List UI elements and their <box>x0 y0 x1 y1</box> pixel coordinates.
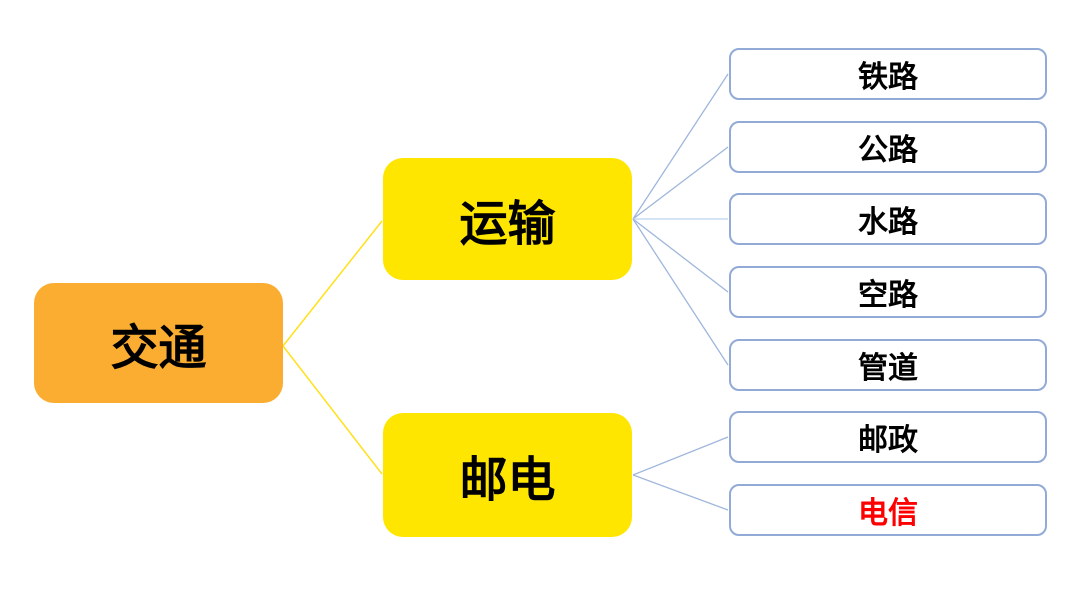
leaf-node-pipeline: 管道 <box>729 339 1047 391</box>
leaf-node-label: 铁路 <box>858 60 918 95</box>
connector-transport-to-railway <box>632 73 729 220</box>
leaf-node-label: 空路 <box>858 278 918 313</box>
leaf-node-postal: 邮政 <box>729 411 1047 463</box>
leaf-node-label: 电信 <box>858 496 918 531</box>
branch-node-label: 运输 <box>459 196 556 252</box>
leaf-node-waterway: 水路 <box>729 193 1047 245</box>
leaf-node-airway: 空路 <box>729 266 1047 318</box>
leaf-node-highway: 公路 <box>729 121 1047 173</box>
root-node-label: 交通 <box>110 320 207 376</box>
connector-transport-to-highway <box>632 146 729 220</box>
leaf-node-railway: 铁路 <box>729 48 1047 100</box>
leaf-node-label: 邮政 <box>858 423 918 458</box>
leaf-node-label: 水路 <box>858 205 918 240</box>
connector-post-to-telecom <box>632 474 729 511</box>
leaf-node-label: 管道 <box>858 351 918 386</box>
branch-node-label: 邮电 <box>459 452 556 508</box>
leaf-node-label: 公路 <box>858 133 918 168</box>
leaf-node-telecom: 电信 <box>729 484 1047 536</box>
connector-root-to-transport <box>282 220 383 347</box>
branch-node-post-telecom: 邮电 <box>383 413 632 537</box>
connector-transport-to-airway <box>632 218 729 293</box>
connector-post-to-postal <box>632 436 729 476</box>
root-node-traffic: 交通 <box>34 283 283 403</box>
connector-transport-to-pipeline <box>632 218 729 366</box>
branch-node-transport: 运输 <box>383 158 632 280</box>
connector-root-to-post <box>282 345 383 475</box>
